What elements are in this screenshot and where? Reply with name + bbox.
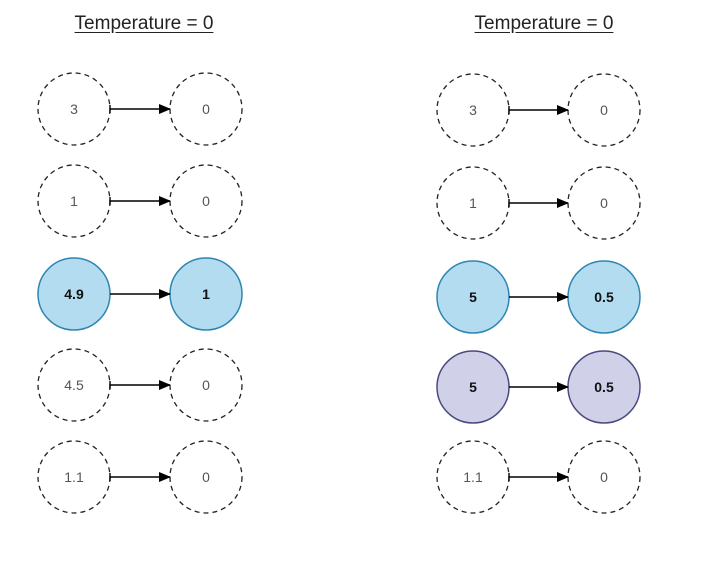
output-node-label: 0 [202,377,210,393]
input-node-label: 4.5 [64,377,84,393]
output-node-label: 0 [600,102,608,118]
output-node-label: 0 [202,101,210,117]
input-node-label: 1.1 [64,469,84,485]
input-node-label: 1.1 [463,469,483,485]
input-node-label: 1 [469,195,477,211]
input-node-label: 3 [469,102,477,118]
input-node-label: 5 [469,379,477,395]
output-node-label: 0 [202,469,210,485]
input-node-label: 4.9 [64,286,84,302]
left-panel-title: Temperature = 0 [74,13,214,34]
output-node-label: 0 [600,195,608,211]
output-node-label: 0.5 [594,289,614,305]
output-node-label: 0.5 [594,379,614,395]
input-node-label: 5 [469,289,477,305]
output-node-label: 0 [202,193,210,209]
output-node-label: 0 [600,469,608,485]
input-node-label: 1 [70,193,78,209]
right-panel-title: Temperature = 0 [474,13,614,34]
input-node-label: 3 [70,101,78,117]
output-node-label: 1 [202,286,210,302]
